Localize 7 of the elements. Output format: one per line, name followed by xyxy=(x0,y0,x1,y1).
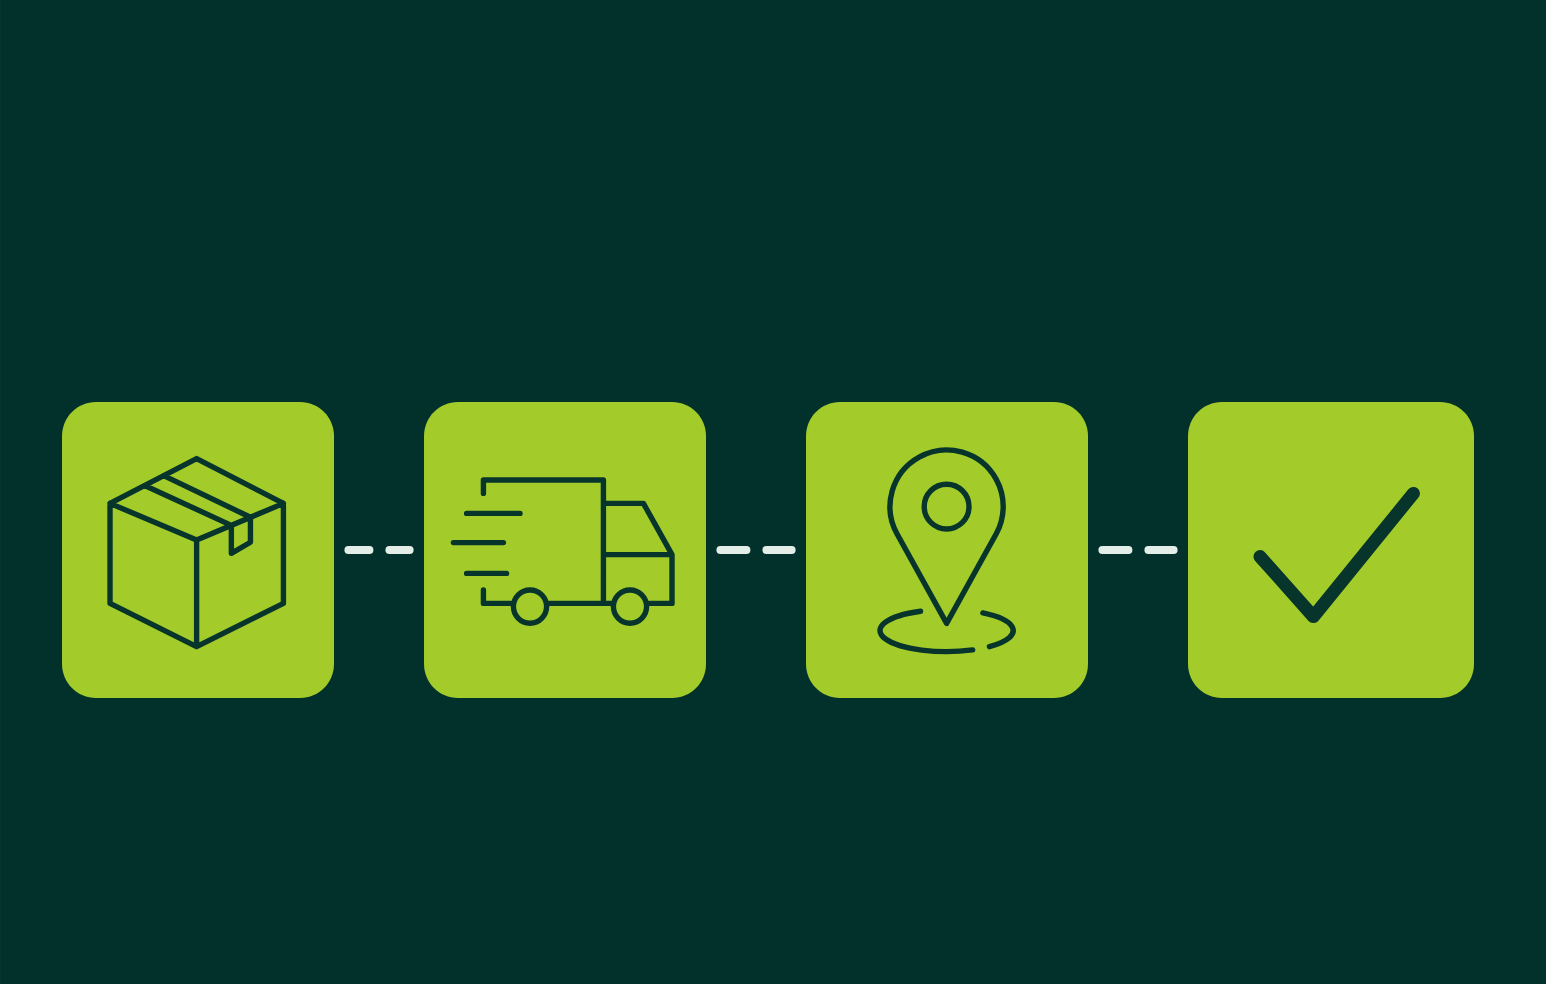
icon-tile xyxy=(424,402,706,698)
dashed-connector xyxy=(1098,546,1178,554)
icon-tile xyxy=(62,402,334,698)
icon-tile xyxy=(1188,402,1474,698)
dashed-connector xyxy=(716,546,796,554)
icon-tile xyxy=(806,402,1088,698)
dashed-connector xyxy=(344,546,414,554)
